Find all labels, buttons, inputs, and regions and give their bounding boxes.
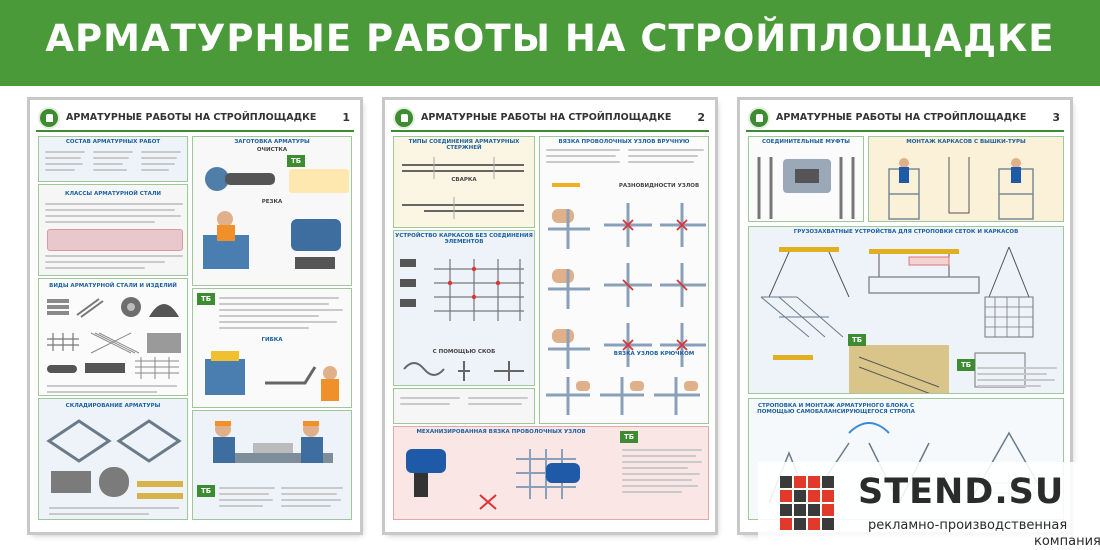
poster-number: 1 — [342, 111, 350, 124]
rebar-types-illustration — [47, 297, 181, 393]
poster-header: АРМАТУРНЫЕ РАБОТЫ НА СТРОЙПЛОЩАДКЕ 2 — [391, 106, 709, 132]
safety-badge: ТБ — [620, 431, 638, 443]
poster-number: 2 — [697, 111, 705, 124]
storage-illustration — [46, 419, 183, 515]
section-title: МЕХАНИЗИРОВАННАЯ ВЯЗКА ПРОВОЛОЧНЫХ УЗЛОВ — [416, 429, 586, 435]
logo-tagline-2: компания — [1034, 534, 1100, 549]
poster-2[interactable]: АРМАТУРНЫЕ РАБОТЫ НА СТРОЙПЛОЩАДКЕ 2 ТИП… — [385, 100, 715, 532]
section-title: СОСТАВ АРМАТУРНЫХ РАБОТ — [65, 139, 161, 145]
safety-badge: ТБ — [287, 155, 305, 167]
section-joints: ТИПЫ СОЕДИНЕНИЯ АРМАТУРНЫХ СТЕРЖНЕЙ СВАР… — [393, 136, 535, 228]
poster-1[interactable]: АРМАТУРНЫЕ РАБОТЫ НА СТРОЙПЛОЩАДКЕ 1 СОС… — [30, 100, 360, 532]
poster-title: АРМАТУРНЫЕ РАБОТЫ НА СТРОЙПЛОЩАДКЕ — [421, 112, 672, 123]
section-storage: СКЛАДИРОВАНИЕ АРМАТУРЫ — [38, 398, 188, 520]
section-title: УСТРОЙСТВО КАРКАСОВ БЕЗ СОЕДИНЕНИЯ ЭЛЕМЕ… — [395, 233, 533, 245]
emblem-icon — [38, 107, 60, 129]
safety-badge: ТБ — [197, 293, 215, 305]
emblem-icon — [393, 107, 415, 129]
section-title: СКЛАДИРОВАНИЕ АРМАТУРЫ — [65, 403, 161, 409]
section-title: МОНТАЖ КАРКАСОВ С ВЫШКИ-ТУРЫ — [906, 139, 1026, 145]
header-rule — [36, 130, 354, 132]
subsection-title: С ПОМОЩЬЮ СКОБ — [432, 349, 496, 355]
section-title: ЗАГОТОВКА АРМАТУРЫ — [234, 139, 310, 145]
couplings-illustration — [757, 157, 855, 219]
section-title: СТРОПОВКА И МОНТАЖ АРМАТУРНОГО БЛОКА С П… — [757, 403, 915, 415]
joints-diagram — [402, 157, 524, 219]
clips-diagram — [403, 361, 524, 381]
poster-number: 3 — [1052, 111, 1060, 124]
company-logo[interactable]: STEND.SU рекламно-производственная компа… — [758, 462, 1100, 550]
mount-illustration — [888, 157, 1034, 220]
frames-diagram — [400, 259, 524, 321]
section-misc — [393, 388, 535, 424]
grinder-icon — [205, 167, 275, 191]
section-mount: МОНТАЖ КАРКАСОВ С ВЫШКИ-ТУРЫ — [868, 136, 1064, 222]
poster-header: АРМАТУРНЫЕ РАБОТЫ НА СТРОЙПЛОЩАДКЕ 3 — [746, 106, 1064, 132]
section-types: ВИДЫ АРМАТУРНОЙ СТАЛИ И ИЗДЕЛИЙ — [38, 278, 188, 396]
subsection-title: ВЯЗКА УЗЛОВ КРЮЧКОМ — [613, 351, 695, 357]
section-bending: ТБ ГИБКА — [192, 288, 352, 408]
subsection-title: ОЧИСТКА — [256, 147, 288, 153]
banner-title: АРМАТУРНЫЕ РАБОТЫ НА СТРОЙПЛОЩАДКЕ — [45, 17, 1055, 60]
safety-badge: ТБ — [197, 485, 215, 497]
workers-illustration — [213, 421, 333, 463]
section-title: ВЯЗКА ПРОВОЛОЧНЫХ УЗЛОВ ВРУЧНУЮ — [558, 139, 690, 145]
lifting-illustration — [760, 246, 1034, 393]
note-box — [289, 169, 349, 193]
section-composition: СОСТАВ АРМАТУРНЫХ РАБОТ — [38, 136, 188, 182]
section-title: СОЕДИНИТЕЛЬНЫЕ МУФТЫ — [761, 139, 851, 145]
poster-title: АРМАТУРНЫЕ РАБОТЫ НА СТРОЙПЛОЩАДКЕ — [66, 112, 317, 123]
section-title: ВИДЫ АРМАТУРНОЙ СТАЛИ И ИЗДЕЛИЙ — [49, 283, 177, 289]
section-lifting: ГРУЗОЗАХВАТНЫЕ УСТРОЙСТВА ДЛЯ СТРОПОВКИ … — [748, 226, 1064, 394]
bending-illustration — [205, 351, 339, 401]
header-banner: АРМАТУРНЫЕ РАБОТЫ НА СТРОЙПЛОЩАДКЕ — [0, 0, 1100, 86]
subsection-title: РАЗНОВИДНОСТИ УЗЛОВ — [618, 183, 700, 189]
class-table — [47, 229, 183, 251]
safety-badge: ТБ — [848, 334, 866, 346]
section-title: КЛАССЫ АРМАТУРНОЙ СТАЛИ — [64, 191, 162, 197]
poster-3[interactable]: АРМАТУРНЫЕ РАБОТЫ НА СТРОЙПЛОЩАДКЕ 3 СОЕ… — [740, 100, 1070, 532]
section-couplings: СОЕДИНИТЕЛЬНЫЕ МУФТЫ — [748, 136, 864, 222]
section-title: ГРУЗОЗАХВАТНЫЕ УСТРОЙСТВА ДЛЯ СТРОПОВКИ … — [793, 229, 1019, 235]
section-title: ТИПЫ СОЕДИНЕНИЯ АРМАТУРНЫХ СТЕРЖНЕЙ — [408, 139, 520, 151]
section-workers: ТБ — [192, 410, 352, 520]
mech-tool-illustration — [406, 449, 580, 510]
subsection-title: СВАРКА — [451, 177, 477, 183]
logo-tagline: рекламно-производственная — [868, 518, 1068, 533]
safety-badge: ТБ — [957, 359, 975, 371]
subsection-title: РЕЗКА — [261, 199, 283, 205]
header-rule — [746, 130, 1064, 132]
header-rule — [391, 130, 709, 132]
logo-name: STEND.SU — [858, 472, 1065, 512]
section-classes: КЛАССЫ АРМАТУРНОЙ СТАЛИ — [38, 184, 188, 276]
cutting-illustration — [203, 211, 341, 269]
subsection-title: ГИБКА — [261, 337, 283, 343]
poster-title: АРМАТУРНЫЕ РАБОТЫ НА СТРОЙПЛОЩАДКЕ — [776, 112, 1027, 123]
section-manual: ВЯЗКА ПРОВОЛОЧНЫХ УЗЛОВ ВРУЧНУЮ РАЗНОВИД… — [539, 136, 709, 424]
emblem-icon — [748, 107, 770, 129]
poster-header: АРМАТУРНЫЕ РАБОТЫ НА СТРОЙПЛОЩАДКЕ 1 — [36, 106, 354, 132]
logo-grid-icon — [780, 476, 836, 540]
section-mech: МЕХАНИЗИРОВАННАЯ ВЯЗКА ПРОВОЛОЧНЫХ УЗЛОВ… — [393, 426, 709, 520]
knots-diagram — [546, 183, 706, 415]
section-prep: ЗАГОТОВКА АРМАТУРЫ ОЧИСТКА ТБ РЕЗКА — [192, 136, 352, 286]
section-frames: УСТРОЙСТВО КАРКАСОВ БЕЗ СОЕДИНЕНИЯ ЭЛЕМЕ… — [393, 230, 535, 386]
